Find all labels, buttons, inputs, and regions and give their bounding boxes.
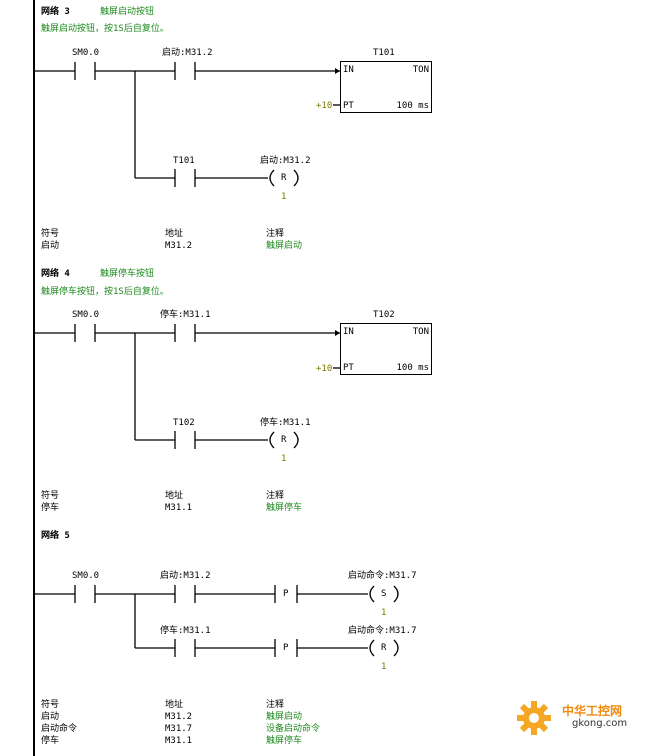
coil-start-cmd-set-label[interactable]: 启动命令:M31.7 <box>348 571 417 581</box>
contact-t102-label[interactable]: T102 <box>173 418 195 428</box>
address-cell: M31.2 <box>165 241 193 251</box>
gear-icon <box>517 701 551 735</box>
symbol-cell: 启动命令 <box>41 724 78 734</box>
timer-pt-pin: PT <box>343 101 354 111</box>
timer-t102-box[interactable]: IN TON PT 100 ms <box>340 323 432 375</box>
contact-sm0-label[interactable]: SM0.0 <box>72 571 100 581</box>
timer-in-pin: IN <box>343 327 354 337</box>
symbols-header-symbol: 符号 <box>41 229 60 239</box>
comment-cell: 触屏停车 <box>266 736 303 746</box>
network-3-comment: 触屏启动按钮，按1S后自复位。 <box>41 24 169 34</box>
network-4-comment: 触屏停车按钮，按1S后自复位。 <box>41 287 169 297</box>
watermark-brand: 中华工控网 <box>562 704 623 718</box>
coil-count: 1 <box>381 662 387 672</box>
symbols-header-address: 地址 <box>165 491 184 501</box>
symbols-header-comment: 注释 <box>266 700 285 710</box>
watermark-url: gkong.com <box>572 718 628 729</box>
timer-t101-box[interactable]: IN TON PT 100 ms <box>340 61 432 113</box>
comment-cell: 触屏启动 <box>266 712 303 722</box>
symbols-header-comment: 注释 <box>266 229 285 239</box>
symbol-cell: 启动 <box>41 712 60 722</box>
coil-type-r: R <box>281 173 287 183</box>
contact-t101-label[interactable]: T101 <box>173 156 195 166</box>
timer-unit: 100 ms <box>396 101 429 111</box>
gkong-watermark: 中华工控网 gkong.com <box>516 694 646 740</box>
contact-start-label[interactable]: 启动:M31.2 <box>160 571 211 581</box>
symbol-cell: 启动 <box>41 241 60 251</box>
timer-preset[interactable]: +10 <box>316 101 333 111</box>
timer-type: TON <box>412 327 429 337</box>
contact-stop-label[interactable]: 停车:M31.1 <box>160 626 211 636</box>
coil-start-reset-label[interactable]: 启动:M31.2 <box>260 156 311 166</box>
network-3-subtitle: 触屏启动按钮 <box>100 7 155 17</box>
comment-cell: 设备启动命令 <box>266 724 321 734</box>
symbols-header-symbol: 符号 <box>41 700 60 710</box>
symbol-cell: 停车 <box>41 736 60 746</box>
coil-start-cmd-reset-label[interactable]: 启动命令:M31.7 <box>348 626 417 636</box>
coil-count: 1 <box>281 454 287 464</box>
timer-preset[interactable]: +10 <box>316 364 333 374</box>
coil-count: 1 <box>281 192 287 202</box>
contact-start-label[interactable]: 启动:M31.2 <box>162 48 213 58</box>
network-5-title[interactable]: 网络 5 <box>41 531 70 541</box>
address-cell: M31.2 <box>165 712 193 722</box>
comment-cell: 触屏停车 <box>266 503 303 513</box>
network-4-title[interactable]: 网络 4 <box>41 269 70 279</box>
contact-sm0-label[interactable]: SM0.0 <box>72 310 100 320</box>
comment-cell: 触屏启动 <box>266 241 303 251</box>
coil-stop-reset-label[interactable]: 停车:M31.1 <box>260 418 311 428</box>
contact-stop-label[interactable]: 停车:M31.1 <box>160 310 211 320</box>
contact-sm0-label[interactable]: SM0.0 <box>72 48 100 58</box>
symbols-header-comment: 注释 <box>266 491 285 501</box>
coil-type-s: S <box>381 589 387 599</box>
network-3-title[interactable]: 网络 3 <box>41 7 70 17</box>
power-rail <box>33 0 35 756</box>
symbols-header-address: 地址 <box>165 229 184 239</box>
coil-type-r: R <box>381 643 387 653</box>
timer-pt-pin: PT <box>343 363 354 373</box>
address-cell: M31.1 <box>165 503 193 513</box>
coil-type-r: R <box>281 435 287 445</box>
timer-t102-name[interactable]: T102 <box>373 310 395 320</box>
edge-p-label: P <box>283 643 289 653</box>
address-cell: M31.1 <box>165 736 193 746</box>
timer-type: TON <box>412 65 429 75</box>
symbol-cell: 停车 <box>41 503 60 513</box>
network-4-subtitle: 触屏停车按钮 <box>100 269 155 279</box>
timer-t101-name[interactable]: T101 <box>373 48 395 58</box>
coil-count: 1 <box>381 608 387 618</box>
edge-p-label: P <box>283 589 289 599</box>
timer-in-pin: IN <box>343 65 354 75</box>
address-cell: M31.7 <box>165 724 193 734</box>
symbols-header-address: 地址 <box>165 700 184 710</box>
timer-unit: 100 ms <box>396 363 429 373</box>
symbols-header-symbol: 符号 <box>41 491 60 501</box>
